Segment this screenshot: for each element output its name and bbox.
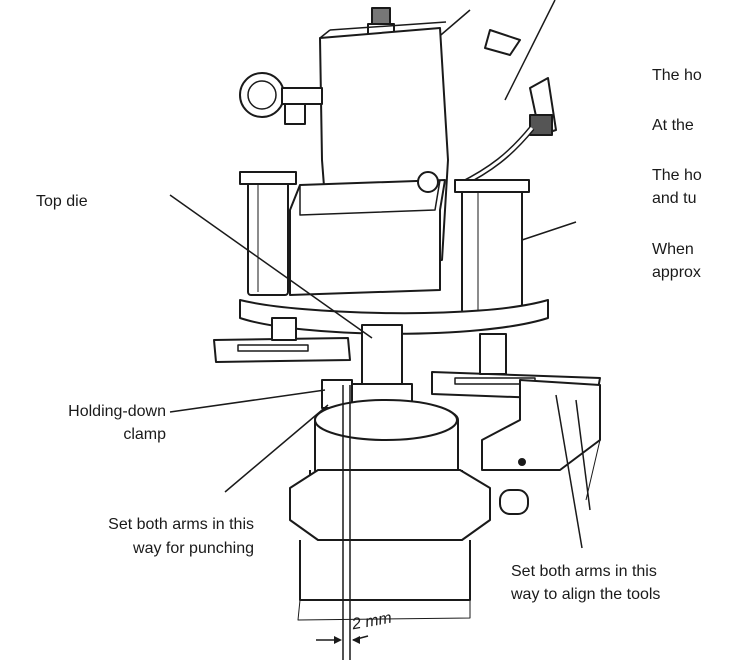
leader-clamp xyxy=(169,389,326,413)
side-text-4: and tu xyxy=(652,190,697,207)
leader-punching xyxy=(224,404,329,493)
side-text-1: The ho xyxy=(652,67,702,84)
label-holding-clamp-2: clamp xyxy=(123,426,166,443)
guide-line xyxy=(504,0,556,101)
side-text-3: The ho xyxy=(652,167,702,184)
side-frame xyxy=(481,379,601,471)
leader-align xyxy=(555,394,583,549)
label-top-die: Top die xyxy=(36,193,88,210)
top-die xyxy=(361,324,403,386)
label-punching-2: way for punching xyxy=(133,540,254,557)
side-text-6: approx xyxy=(652,264,701,281)
right-cylinder xyxy=(461,187,523,314)
machine-base xyxy=(289,469,491,541)
leader-top-die xyxy=(169,194,373,339)
hopper-box xyxy=(289,179,446,296)
label-holding-clamp-1: Holding-down xyxy=(68,403,166,420)
holding-down-clamp xyxy=(321,379,353,409)
label-punching-1: Set both arms in this xyxy=(108,516,254,533)
side-text-2: At the xyxy=(652,117,694,134)
bracket-plate xyxy=(484,29,521,56)
label-align-1: Set both arms in this xyxy=(511,563,657,580)
left-cylinder xyxy=(247,179,289,296)
air-hose xyxy=(458,126,535,188)
cross-plate xyxy=(239,299,549,335)
side-text-5: When xyxy=(652,241,694,258)
label-align-2: way to align the tools xyxy=(511,586,661,603)
